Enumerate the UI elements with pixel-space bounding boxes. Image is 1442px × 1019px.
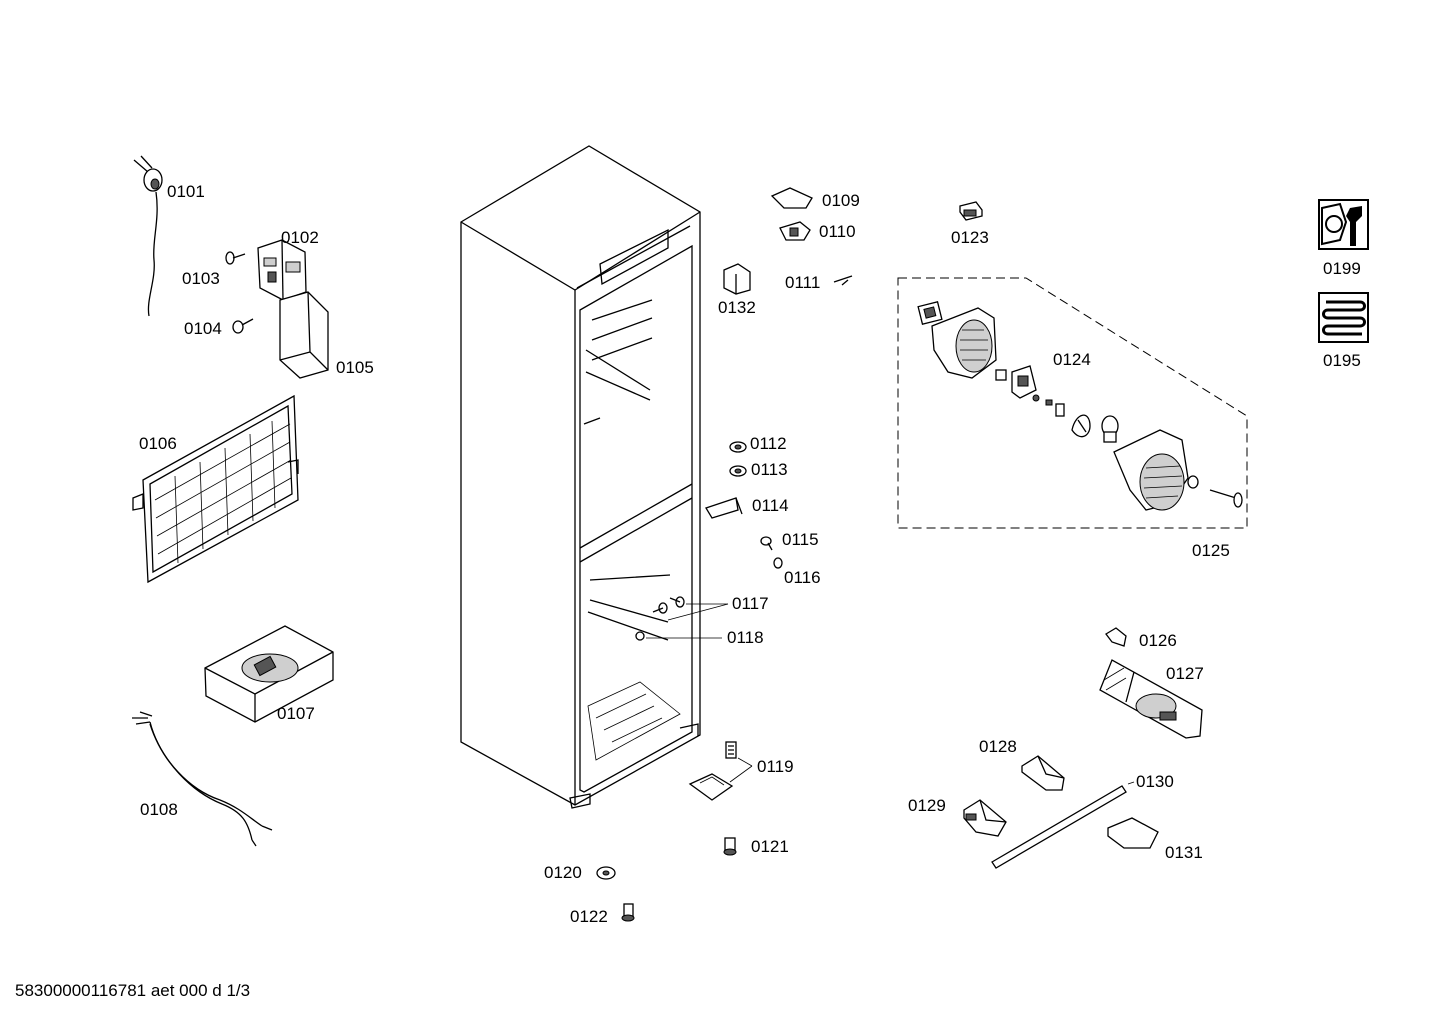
part-label-0119: 0119 — [757, 757, 794, 776]
part-label-0106: 0106 — [139, 434, 177, 453]
control-bracket-icon — [257, 239, 307, 301]
part-label-0113: 0113 — [751, 460, 788, 479]
part-label-0131: 0131 — [1165, 843, 1203, 862]
part-label-0115: 0115 — [782, 530, 819, 549]
grommet-icon — [635, 631, 722, 641]
foot-screw-icon — [723, 837, 737, 856]
cable-harness-icon — [132, 711, 273, 847]
part-label-0120: 0120 — [544, 863, 582, 882]
lamp-socket-icon — [1105, 627, 1127, 647]
part-label-0112: 0112 — [750, 434, 787, 453]
nut-icon — [773, 557, 783, 569]
part-label-0101: 0101 — [167, 182, 205, 201]
part-label-0128: 0128 — [979, 737, 1017, 756]
shelf-support-icon — [652, 596, 729, 621]
washer-icon — [596, 866, 616, 880]
part-label-0199: 0199 — [1323, 259, 1361, 278]
part-label-0121: 0121 — [751, 837, 789, 856]
part-label-0125: 0125 — [1192, 541, 1230, 560]
part-label-0105: 0105 — [336, 358, 374, 377]
part-label-0129: 0129 — [908, 796, 946, 815]
part-label-0122: 0122 — [570, 907, 608, 926]
service-tools-icon — [1318, 199, 1369, 250]
connector-icon — [959, 201, 983, 221]
clip-icon — [963, 799, 1007, 837]
part-label-0110: 0110 — [819, 222, 856, 241]
part-label-0117: 0117 — [732, 594, 769, 613]
fridge-cabinet-icon — [460, 145, 701, 809]
part-label-0123: 0123 — [951, 228, 989, 247]
washer-icon — [729, 465, 747, 477]
part-label-0108: 0108 — [140, 800, 178, 819]
heating-element-icon — [1318, 292, 1369, 343]
clip-icon — [779, 221, 811, 241]
part-label-0116: 0116 — [784, 568, 821, 587]
control-cover-icon — [279, 291, 329, 379]
fan-assembly-group — [897, 277, 1248, 529]
bracket-icon — [1021, 755, 1065, 791]
part-label-0104: 0104 — [184, 319, 222, 338]
part-label-0118: 0118 — [727, 628, 764, 647]
pad-icon — [1107, 817, 1159, 849]
part-label-0130: 0130 — [1136, 772, 1174, 791]
screw-icon — [232, 318, 254, 334]
part-label-0127: 0127 — [1166, 664, 1204, 683]
power-plug-icon — [133, 155, 163, 317]
pad-icon — [770, 187, 813, 209]
screw-icon — [225, 251, 246, 265]
part-label-0103: 0103 — [182, 269, 220, 288]
part-label-0195: 0195 — [1323, 351, 1361, 370]
drawing-number-footer: 58300000116781 aet 000 d 1/3 — [15, 981, 251, 1000]
part-label-0126: 0126 — [1139, 631, 1177, 650]
part-label-0102: 0102 — [281, 228, 319, 247]
part-label-0107: 0107 — [277, 704, 315, 723]
condenser-grille-icon — [132, 394, 299, 584]
part-label-0124: 0124 — [1053, 350, 1091, 369]
screw-icon — [760, 536, 773, 551]
lamp-cover-icon — [1099, 659, 1203, 739]
foot-screw-icon — [621, 903, 635, 922]
part-label-0109: 0109 — [822, 191, 860, 210]
drip-tray-icon — [204, 625, 334, 723]
part-label-0114: 0114 — [752, 496, 789, 515]
clip-icon — [723, 263, 751, 295]
washer-icon — [729, 441, 747, 453]
rod-icon — [991, 781, 1135, 869]
pin-icon — [833, 275, 853, 286]
part-label-0132: 0132 — [718, 298, 756, 317]
hinge-icon — [705, 497, 743, 519]
adjustable-foot-icon — [688, 741, 753, 801]
part-label-0111: 0111 — [785, 273, 821, 292]
